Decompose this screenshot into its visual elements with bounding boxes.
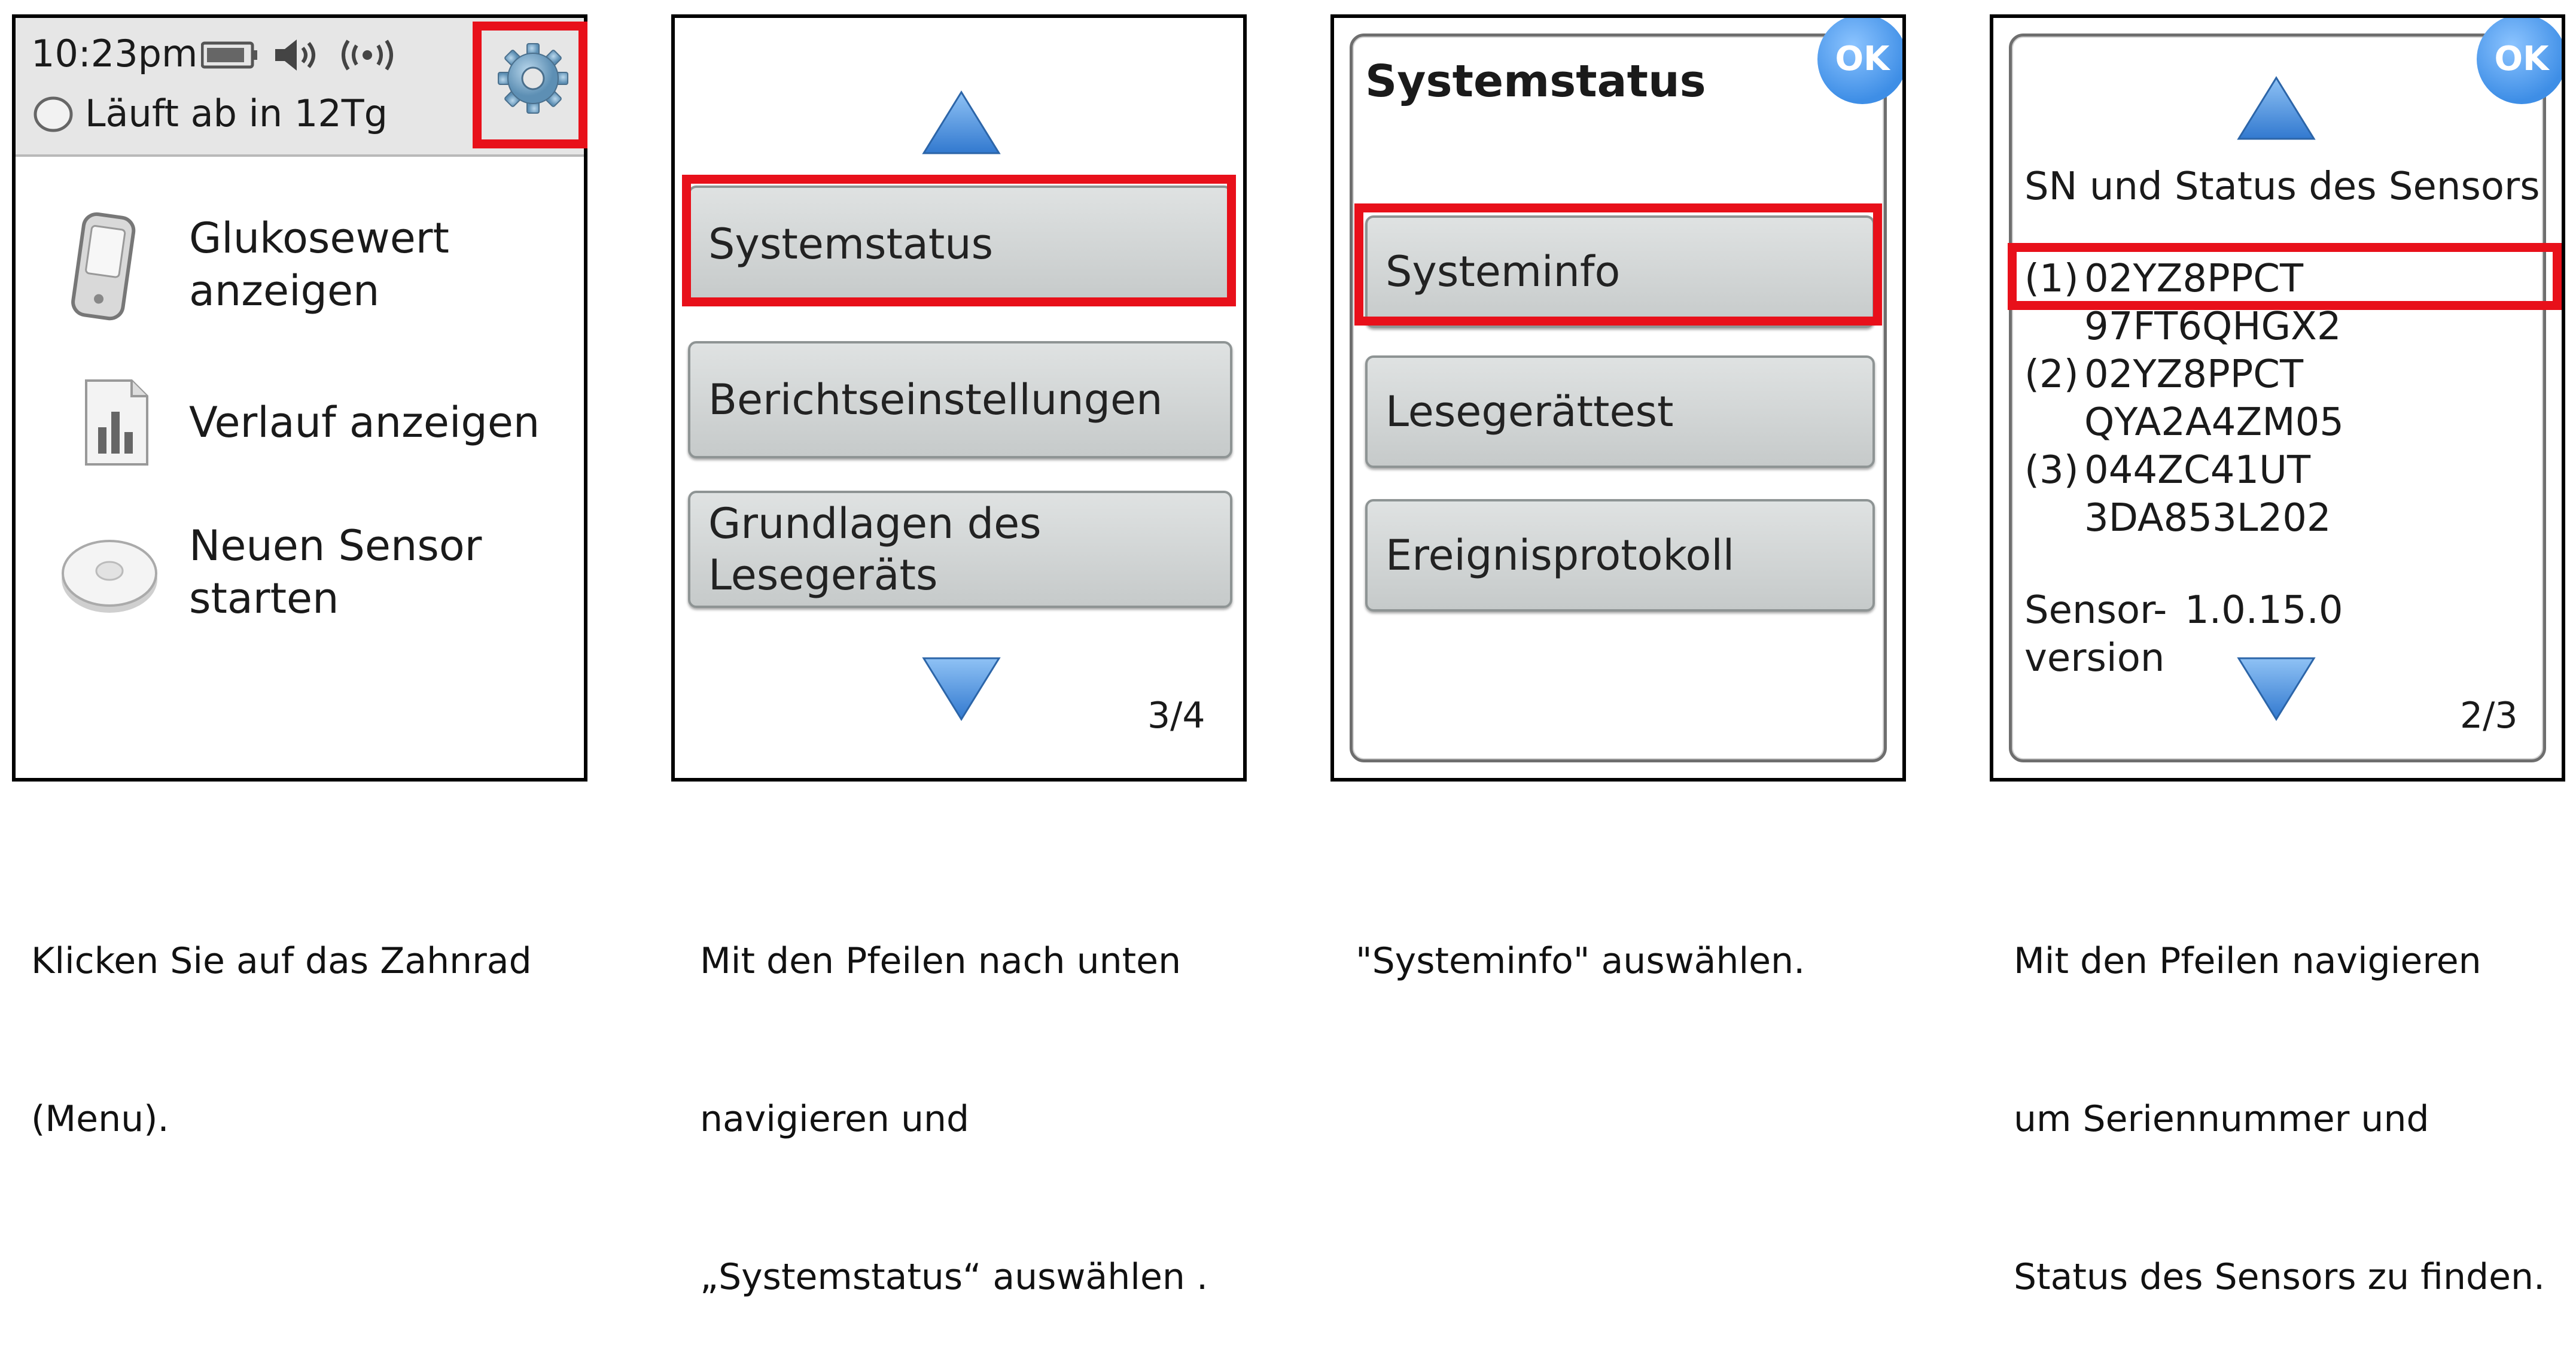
- panel4-caption-line2: um Seriennummer und: [2014, 1098, 2429, 1140]
- gear-highlight: [473, 22, 587, 148]
- systeminfo-highlight: [1354, 203, 1882, 326]
- panel2-caption-line2: navigieren und: [700, 1098, 970, 1140]
- sensor-version-value: 1.0.15.0: [2185, 588, 2343, 633]
- menu-item-new-sensor-line2: starten: [189, 574, 339, 623]
- sensor-version-label: Sensor- version: [2024, 586, 2167, 682]
- dialog-title: Systemstatus: [1365, 56, 1706, 107]
- reader-basics-label: Grundlagen des Lesegeräts: [708, 498, 1042, 601]
- menu-item-glucose-line2: anzeigen: [189, 266, 380, 315]
- sensor-status-code: 3DA853L202: [2084, 496, 2331, 540]
- panel3-caption: "Systeminfo" auswählen.: [1356, 829, 1805, 1040]
- page-indicator: 2/3: [2460, 695, 2518, 737]
- sensor-status-code: QYA2A4ZM05: [2084, 400, 2344, 445]
- panel1-caption: Klicken Sie auf das Zahnrad (Menu).: [31, 829, 532, 1198]
- sensor-version-label-line2: version: [2024, 636, 2165, 680]
- down-arrow-icon[interactable]: [921, 656, 1001, 724]
- wireless-icon: [339, 38, 396, 74]
- history-chart-icon: [80, 377, 152, 469]
- status-bar: [16, 18, 584, 157]
- systeminfo-button[interactable]: Systeminfo: [1365, 215, 1875, 328]
- battery-icon: [200, 41, 258, 72]
- reader-basics-line2: Lesegeräts: [708, 551, 938, 600]
- panel3-caption-line1: "Systeminfo" auswählen.: [1356, 940, 1805, 982]
- panel4-caption: Mit den Pfeilen navigieren um Seriennumm…: [2014, 829, 2545, 1356]
- speaker-icon: [273, 36, 321, 77]
- panel2-caption-line1: Mit den Pfeilen nach unten: [700, 940, 1182, 982]
- sensor-serial: 044ZC41UT: [2084, 448, 2311, 492]
- sensor-serial: 02YZ8PPCT: [2084, 352, 2304, 397]
- ok-button[interactable]: OK: [2477, 18, 2562, 104]
- panel4-caption-line3: Status des Sensors zu finden.: [2014, 1256, 2545, 1298]
- panel4-dialog: [2009, 34, 2546, 762]
- up-arrow-icon[interactable]: [2236, 75, 2316, 144]
- event-log-label: Ereignisprotokoll: [1386, 531, 1735, 580]
- reader-device-icon: [67, 209, 139, 332]
- panel2-screen: Systemstatus Berichtseinstellungen Grund…: [671, 14, 1247, 782]
- systemstatus-label: Systemstatus: [708, 220, 994, 269]
- page-indicator: 3/4: [1147, 695, 1205, 737]
- menu-item-history[interactable]: Verlauf anzeigen: [189, 398, 540, 447]
- panel4-caption-line1: Mit den Pfeilen navigieren: [2014, 940, 2481, 982]
- menu-item-glucose-line1: Glukosewert: [189, 214, 450, 263]
- panel4-screen: OK SN und Status des Sensors (1) 02YZ8PP…: [1990, 14, 2565, 782]
- ok-button[interactable]: OK: [1817, 18, 1902, 104]
- menu-item-glucose[interactable]: Glukosewert anzeigen: [189, 212, 449, 317]
- sensor-serial: 02YZ8PPCT: [2084, 257, 2304, 301]
- sensor-1-highlight: [2008, 243, 2562, 310]
- sensor-version-label-line1: Sensor-: [2024, 588, 2167, 633]
- panel2-caption: Mit den Pfeilen nach unten navigieren un…: [700, 829, 1208, 1356]
- time-text: 10:23pm: [31, 32, 198, 75]
- sensor-status-icon: [32, 93, 74, 138]
- expiry-text: Läuft ab in 12Tg: [85, 92, 388, 135]
- up-arrow-icon[interactable]: [921, 90, 1001, 158]
- sensor-disc-icon: [59, 533, 160, 619]
- panel1-caption-line2: (Menu).: [31, 1098, 169, 1140]
- sensor-heading: SN und Status des Sensors: [2024, 165, 2540, 209]
- menu-item-new-sensor-line1: Neuen Sensor: [189, 521, 482, 570]
- reader-test-label: Lesegerättest: [1386, 387, 1674, 436]
- menu-item-new-sensor[interactable]: Neuen Sensor starten: [189, 519, 482, 625]
- sensor-number: (1): [2024, 257, 2079, 301]
- sensor-number: (2): [2024, 352, 2079, 397]
- event-log-button[interactable]: Ereignisprotokoll: [1365, 499, 1875, 612]
- report-settings-label: Berichtseinstellungen: [708, 375, 1163, 424]
- reader-test-button[interactable]: Lesegerättest: [1365, 355, 1875, 468]
- systemstatus-highlight: [682, 175, 1236, 306]
- reader-basics-line1: Grundlagen des: [708, 499, 1042, 548]
- down-arrow-icon[interactable]: [2236, 656, 2316, 724]
- panel2-caption-line3: „Systemstatus“ auswählen .: [700, 1256, 1208, 1298]
- panel1-caption-line1: Klicken Sie auf das Zahnrad: [31, 940, 532, 982]
- reader-basics-button[interactable]: Grundlagen des Lesegeräts: [688, 491, 1232, 608]
- settings-gear-icon[interactable]: [494, 39, 572, 120]
- systeminfo-label: Systeminfo: [1386, 247, 1621, 296]
- sensor-number: (3): [2024, 448, 2079, 492]
- report-settings-button[interactable]: Berichtseinstellungen: [688, 341, 1232, 458]
- sensor-status-code: 97FT6QHGX2: [2084, 305, 2341, 349]
- panel3-screen: Systemstatus OK Systeminfo Lesegerättest…: [1330, 14, 1906, 782]
